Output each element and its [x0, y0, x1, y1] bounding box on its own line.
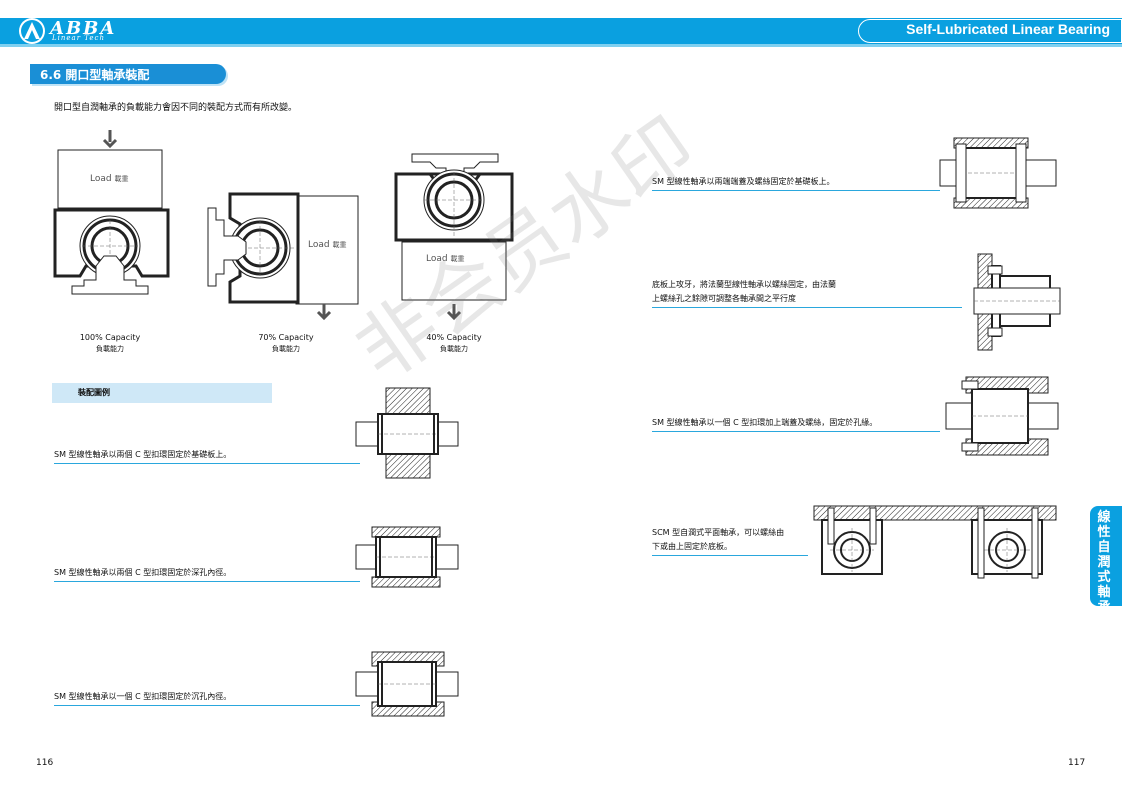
example-underline [54, 581, 360, 582]
example-left-1: SM 型線性軸承以兩個 C 型扣環固定於基礎板上。 [54, 450, 232, 459]
example-left-2: SM 型線性軸承以兩個 C 型扣環固定於深孔內徑。 [54, 568, 232, 577]
load-diagram-40 [394, 153, 514, 321]
watermark: 非会员水印 [340, 101, 712, 399]
header-title-tab [858, 19, 1122, 43]
section-title: 6.6 開口型軸承裝配 [40, 68, 150, 82]
page-number-right: 117 [1068, 758, 1086, 768]
header-title: Self-Lubricated Linear Bearing [906, 21, 1110, 37]
examples-header-box [52, 383, 272, 403]
example-underline [652, 190, 940, 191]
assembly-drawing-2 [355, 526, 459, 588]
logo-name: ABBA [50, 18, 117, 39]
capacity-label-70: 70% Capacity [258, 333, 314, 342]
example-right-1: SM 型線性軸承以兩端端蓋及螺絲固定於基礎板上。 [652, 177, 835, 186]
capacity-cn-70: 負載能力 [272, 345, 300, 353]
example-underline [652, 307, 962, 308]
load-diagram-70 [207, 192, 359, 321]
assembly-drawing-6 [945, 376, 1059, 456]
capacity-cn-40: 負載能力 [440, 345, 468, 353]
load-diagram-100 [53, 130, 170, 295]
load-label-2: Load 載重 [308, 240, 347, 250]
capacity-label-100: 100% Capacity [79, 333, 141, 342]
load-label-1: Load 載重 [90, 174, 129, 184]
abba-logo-icon [19, 18, 45, 44]
examples-header: 裝配圖例 [78, 388, 110, 397]
section-intro: 開口型自潤軸承的負載能力會因不同的裝配方式而有所改變。 [54, 103, 298, 113]
example-right-2: 底板上攻牙，將法蘭型線性軸承以螺絲固定，由法蘭 上螺絲孔之餘隙可調整各軸承間之平… [652, 280, 836, 303]
section-pill [30, 64, 226, 84]
example-underline [652, 431, 940, 432]
assembly-drawing-7 [813, 505, 1057, 579]
assembly-drawing-4 [939, 137, 1057, 209]
example-underline [54, 705, 360, 706]
example-underline [54, 463, 360, 464]
load-label-3: Load 載重 [426, 254, 465, 264]
example-underline [652, 555, 808, 556]
logo-subtitle: Linear Tech [52, 34, 105, 42]
assembly-drawing-3 [355, 651, 459, 717]
side-tab [1090, 506, 1122, 606]
example-left-3: SM 型線性軸承以一個 C 型扣環固定於沉孔內徑。 [54, 692, 232, 701]
example-right-4: SCM 型自潤式平面軸承，可以螺絲由 下或由上固定於底板。 [652, 528, 785, 551]
assembly-drawing-5 [973, 253, 1061, 351]
capacity-cn-100: 負載能力 [96, 345, 124, 353]
assembly-drawing-1 [355, 387, 459, 479]
header-underline [0, 44, 1122, 47]
example-right-3: SM 型線性軸承以一個 C 型扣環加上端蓋及螺絲，固定於孔緣。 [652, 418, 878, 427]
page-number-left: 116 [36, 758, 54, 768]
capacity-label-40: 40% Capacity [426, 333, 482, 342]
side-tab-label: 線性自潤式軸承 [1097, 510, 1111, 615]
